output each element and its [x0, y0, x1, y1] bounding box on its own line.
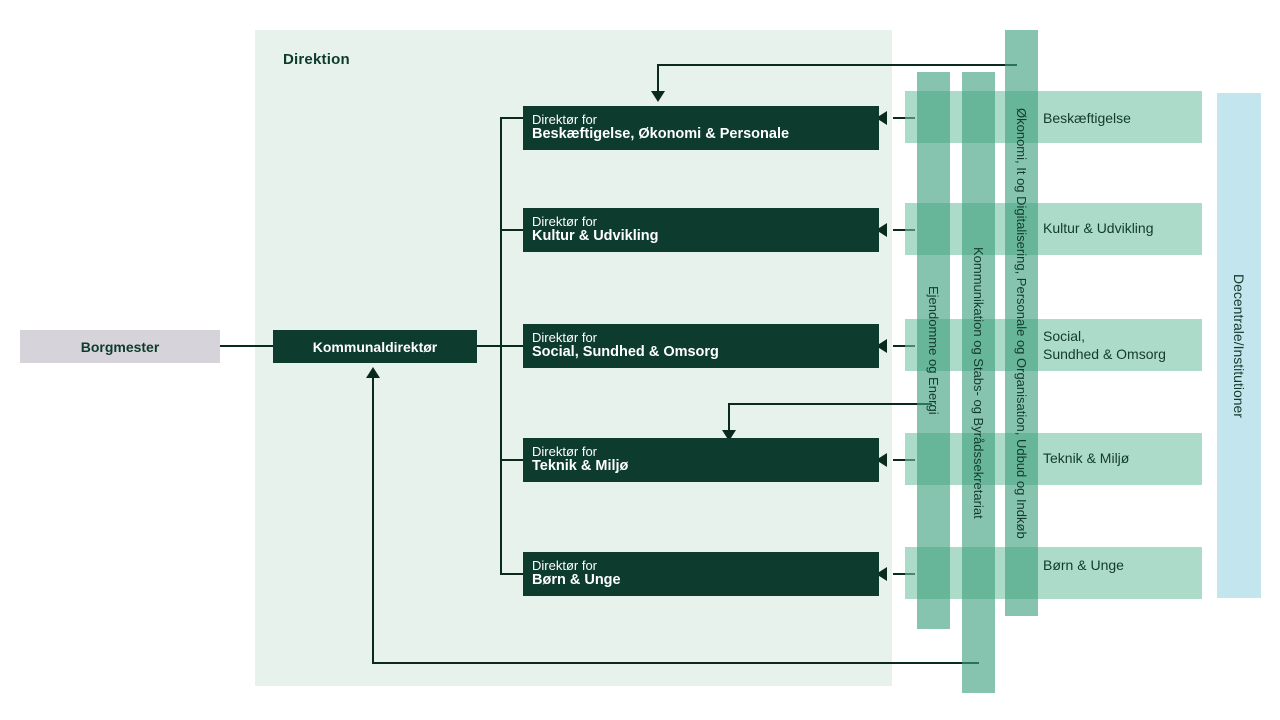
- dept-text-kultur: Kultur & Udvikling: [1043, 220, 1154, 236]
- director-prefix-1: Direktør for: [532, 112, 597, 128]
- dept-text-born: Børn & Unge: [1043, 557, 1124, 573]
- decentrale-institutioner-bar: Decentrale/Institutioner: [1217, 93, 1261, 598]
- connector-dept-3: [893, 345, 915, 347]
- arrow-to-social-director: [876, 339, 887, 353]
- staff-column-okonomi: Økonomi, It og Digitalisering, Personale…: [1005, 30, 1038, 616]
- connector-trunk-stub-5: [500, 573, 523, 575]
- dept-text-social-line2: Sundhed & Omsorg: [1043, 345, 1166, 362]
- dept-text-social-line1: Social,: [1043, 328, 1086, 344]
- dept-text-teknik: Teknik & Miljø: [1043, 450, 1130, 466]
- node-kommunaldirektor-label: Kommunaldirektør: [312, 338, 438, 355]
- dept-band-teknik: [905, 433, 1202, 485]
- director-name-3: Social, Sundhed & Omsorg: [532, 344, 719, 361]
- dept-label-beskaeftigelse: Beskæftigelse: [1043, 110, 1208, 128]
- director-name-4: Teknik & Miljø: [532, 458, 629, 475]
- staff-column-ejendomme-label: Ejendomme og Energi: [926, 286, 941, 415]
- arrow-to-teknik-director: [876, 453, 887, 467]
- dept-band-beskaeftigelse: [905, 91, 1202, 143]
- staff-column-okonomi-label: Økonomi, It og Digitalisering, Personale…: [1014, 107, 1029, 539]
- dept-label-born: Børn & Unge: [1043, 557, 1208, 575]
- arrow-into-beskaeftigelse-director: [651, 91, 665, 102]
- dept-label-teknik: Teknik & Miljø: [1043, 450, 1208, 468]
- connector-dept-5: [893, 573, 915, 575]
- arrow-into-teknik-director: [722, 430, 736, 441]
- connector-trunk-stub-4: [500, 459, 523, 461]
- arrow-to-kultur-director: [876, 223, 887, 237]
- node-director-teknik[interactable]: Direktør for Teknik & Miljø: [523, 438, 879, 482]
- connector-okonomi-horizontal: [657, 64, 1017, 66]
- node-director-born[interactable]: Direktør for Børn & Unge: [523, 552, 879, 596]
- node-director-social[interactable]: Direktør for Social, Sundhed & Omsorg: [523, 324, 879, 368]
- direktion-title: Direktion: [283, 51, 350, 68]
- connector-trunk-stub-3: [500, 345, 523, 347]
- dept-band-born: [905, 547, 1202, 599]
- dept-label-kultur: Kultur & Udvikling: [1043, 220, 1208, 238]
- dept-label-social: Social, Sundhed & Omsorg: [1043, 328, 1208, 363]
- arrow-to-born-director: [876, 567, 887, 581]
- connector-trunk-stub-2: [500, 229, 523, 231]
- director-prefix-3: Direktør for: [532, 330, 597, 346]
- connector-kommunikation-up: [372, 378, 374, 664]
- node-borgmester-label: Borgmester: [80, 338, 160, 355]
- connector-trunk-stub-1: [500, 117, 523, 119]
- director-name-1: Beskæftigelse, Økonomi & Personale: [532, 126, 790, 143]
- connector-kommunikation-bottom: [372, 662, 979, 664]
- connector-ejendomme-vertical: [728, 403, 730, 432]
- arrow-into-kommunaldirektor: [366, 367, 380, 378]
- director-prefix-5: Direktør for: [532, 558, 597, 574]
- connector-dept-1: [893, 117, 915, 119]
- decentrale-institutioner-label: Decentrale/Institutioner: [1231, 273, 1247, 418]
- director-name-2: Kultur & Udvikling: [532, 228, 659, 245]
- arrow-to-beskaeftigelse-director: [876, 111, 887, 125]
- staff-column-ejendomme: Ejendomme og Energi: [917, 72, 950, 629]
- node-director-kultur[interactable]: Direktør for Kultur & Udvikling: [523, 208, 879, 252]
- connector-ejendomme-horizontal: [728, 403, 932, 405]
- connector-dept-2: [893, 229, 915, 231]
- dept-text-beskaeftigelse: Beskæftigelse: [1043, 110, 1131, 126]
- director-name-5: Børn & Unge: [532, 572, 621, 589]
- connector-okonomi-vertical: [657, 64, 659, 93]
- connector-dept-4: [893, 459, 915, 461]
- dept-band-social: [905, 319, 1202, 371]
- node-director-beskaeftigelse[interactable]: Direktør for Beskæftigelse, Økonomi & Pe…: [523, 106, 879, 150]
- director-prefix-2: Direktør for: [532, 214, 597, 230]
- staff-column-kommunikation: Kommunikation og Stabs- og Byrådssekreta…: [962, 72, 995, 693]
- dept-band-kultur: [905, 203, 1202, 255]
- node-borgmester[interactable]: Borgmester: [20, 330, 220, 363]
- node-kommunaldirektor[interactable]: Kommunaldirektør: [273, 330, 477, 363]
- connector-borgmester-to-chief: [220, 345, 273, 347]
- director-prefix-4: Direktør for: [532, 444, 597, 460]
- staff-column-kommunikation-label: Kommunikation og Stabs- og Byrådssekreta…: [971, 246, 986, 519]
